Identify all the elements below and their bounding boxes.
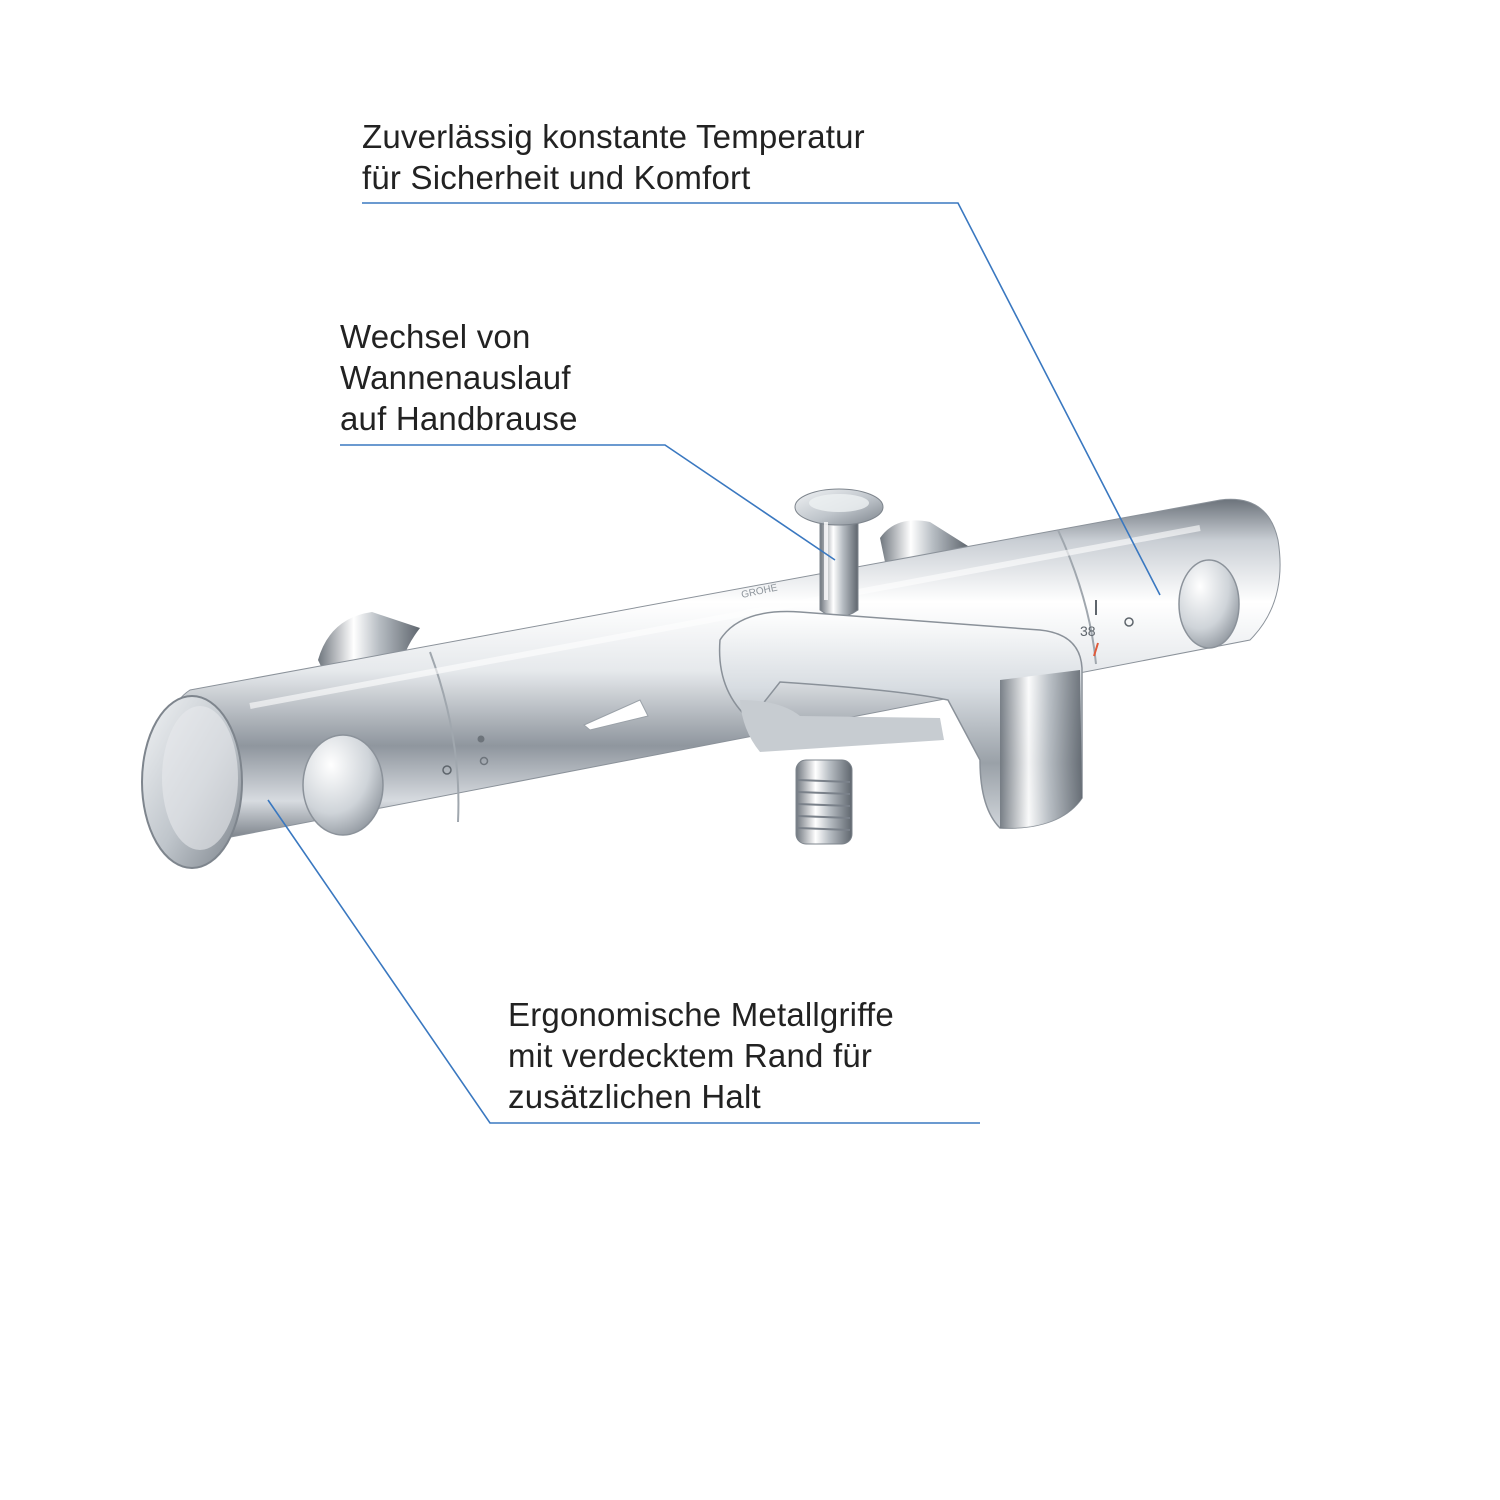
dial-marking-text: 38 <box>1080 623 1096 639</box>
right-grip-knob <box>1178 559 1240 649</box>
leader-line-diverter <box>340 444 836 561</box>
callout-diverter: Wechsel von Wannenauslauf auf Handbrause <box>340 316 578 439</box>
left-end-cap <box>141 695 243 869</box>
hose-outlet-thread <box>795 759 853 845</box>
callout-grips-line-2: mit verdecktem Rand für <box>508 1037 873 1074</box>
callout-grips: Ergonomische Metallgriffe mit verdecktem… <box>508 994 894 1117</box>
leader-line-temperature <box>362 202 1161 596</box>
bath-spout <box>583 610 1083 829</box>
callout-temperature: Zuverlässig konstante Temperatur für Sic… <box>362 116 865 198</box>
left-grip-knob <box>302 734 384 836</box>
callout-grips-line-3: zusätzlichen Halt <box>508 1078 761 1115</box>
callout-diverter-line-3: auf Handbrause <box>340 400 578 437</box>
temperature-scale: 38 <box>442 600 1134 775</box>
callout-grips-line-1: Ergonomische Metallgriffe <box>508 996 894 1033</box>
callout-temperature-line-2: für Sicherheit und Komfort <box>362 159 751 196</box>
callout-temperature-line-1: Zuverlässig konstante Temperatur <box>362 118 865 155</box>
callout-diverter-line-1: Wechsel von <box>340 318 531 355</box>
callout-diverter-line-2: Wannenauslauf <box>340 359 571 396</box>
leader-line-grips <box>267 799 980 1124</box>
